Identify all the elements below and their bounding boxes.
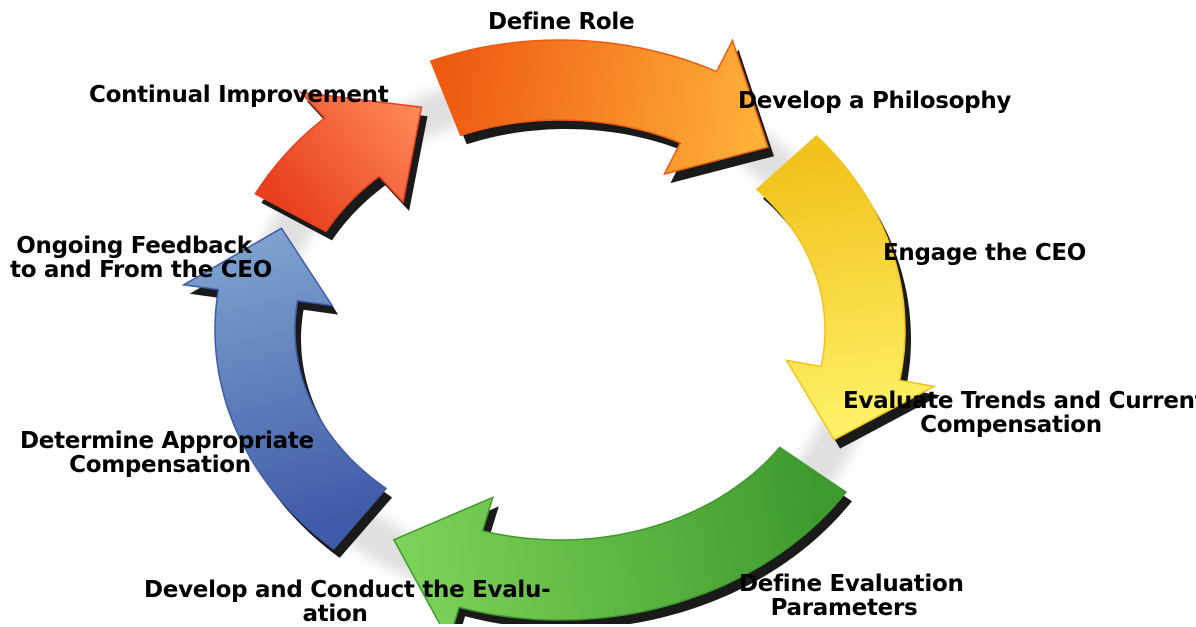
ongoing-feedback-line1: Ongoing Feedback <box>16 233 252 259</box>
arrow-red <box>254 91 423 233</box>
define-parameters-line1: Define Evaluation <box>739 571 964 597</box>
evaluate-trends-line2: Compensation <box>920 412 1102 438</box>
label-develop-conduct: Develop and Conduct the Evalu- ation <box>144 577 551 627</box>
continual-improvement-text: Continual Improvement <box>89 82 389 108</box>
label-continual-improvement: Continual Improvement <box>89 82 389 108</box>
determine-compensation-line1: Determine Appropriate <box>20 428 314 454</box>
label-define-parameters: Define Evaluation Parameters <box>739 571 964 621</box>
determine-compensation-line2: Compensation <box>69 452 251 478</box>
engage-ceo-text: Engage the CEO <box>883 240 1087 266</box>
arrow-green <box>392 446 848 624</box>
develop-philosophy-text: Develop a Philosophy <box>738 88 1012 114</box>
ongoing-feedback-line2: to and From the CEO <box>10 257 272 283</box>
arrow-yellow <box>755 134 937 441</box>
define-role-text: Define Role <box>488 9 635 35</box>
label-evaluate-trends: Evaluate Trends and Current Compensation <box>843 388 1196 438</box>
arrow-blue <box>181 227 388 550</box>
arrow-orange <box>429 38 769 176</box>
label-ongoing-feedback: Ongoing Feedback to and From the CEO <box>10 233 272 283</box>
label-determine-compensation: Determine Appropriate Compensation <box>20 428 314 478</box>
label-engage-ceo: Engage the CEO <box>883 241 1086 265</box>
label-develop-philosophy: Develop a Philosophy <box>738 89 1011 113</box>
define-parameters-line2: Parameters <box>770 595 918 621</box>
develop-conduct-line1: Develop and Conduct the Evalu- <box>144 577 551 603</box>
evaluate-trends-line1: Evaluate Trends and Current <box>843 388 1196 414</box>
label-define-role: Define Role <box>488 9 635 35</box>
develop-conduct-line2: ation <box>302 601 368 627</box>
